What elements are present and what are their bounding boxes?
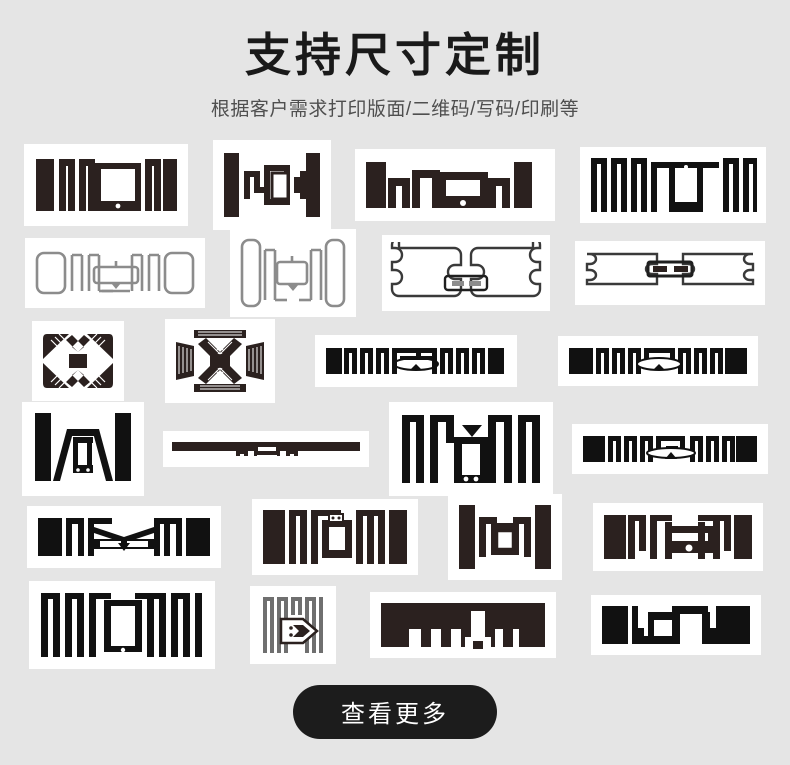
tag-card-22[interactable] (249, 585, 336, 664)
tag-card-6[interactable] (230, 228, 357, 317)
uhf-inlay-outline-rounded-pads-icon (35, 251, 195, 294)
uhf-inlay-block-step-loop-icon (601, 605, 750, 644)
tag-card-21[interactable] (29, 580, 216, 669)
tag-card-19[interactable] (448, 493, 563, 580)
tag-card-4[interactable] (579, 146, 766, 223)
page-title: 支持尺寸定制 (245, 29, 545, 81)
uhf-inlay-wide-loop-rect-icon (366, 161, 533, 208)
uhf-inlay-comb-bowtie-icon (38, 517, 211, 556)
tag-card-7[interactable] (381, 234, 550, 311)
tag-card-24[interactable] (590, 594, 761, 655)
tag-card-15[interactable] (388, 401, 553, 496)
uhf-inlay-dense-comb-chip-icon (41, 592, 203, 657)
tag-card-13[interactable] (21, 401, 144, 496)
gallery-row (12, 493, 778, 581)
header: 支持尺寸定制 根据客户需求打印版面/二维码/写码/印刷等 (0, 0, 790, 121)
uhf-inlay-zigzag-wide-icon (381, 602, 546, 649)
tag-card-23[interactable] (370, 591, 557, 658)
uhf-strip-thin-dipole-icon (172, 441, 361, 456)
tag-card-12[interactable] (557, 335, 758, 386)
tag-card-8[interactable] (575, 240, 766, 305)
uhf-inlay-comb-wide-rect-icon (603, 514, 752, 559)
tag-card-1[interactable] (24, 143, 189, 226)
uhf-long-comb-dipole-compact-icon (568, 347, 747, 374)
tag-gallery (0, 139, 790, 669)
gallery-row (12, 401, 778, 496)
nfc-xcross-square-tag-icon (43, 333, 114, 388)
page-subtitle: 根据客户需求打印版面/二维码/写码/印刷等 (210, 98, 580, 120)
uhf-inlay-spiral-arrow-icon (262, 596, 323, 653)
tag-card-3[interactable] (355, 148, 556, 221)
gallery-row (12, 580, 778, 669)
uhf-inlay-short-pads-chip-icon (459, 504, 552, 569)
uhf-inlay-narrow-bar-chip-icon (223, 152, 320, 217)
uhf-dogbone-wide-outline-icon (390, 241, 541, 297)
uhf-inlay-comb-oval-center-icon (583, 435, 758, 462)
tag-card-16[interactable] (572, 423, 769, 474)
gallery-row (12, 228, 778, 317)
gallery-row (12, 139, 778, 230)
uhf-inlay-outline-tall-pads-icon (240, 238, 346, 307)
tag-card-9[interactable] (32, 320, 125, 401)
tag-card-18[interactable] (251, 498, 418, 575)
uhf-inlay-comb-square-loop-icon (262, 509, 407, 564)
uhf-inlay-comb-square-chip-icon (36, 158, 178, 211)
tag-card-17[interactable] (27, 505, 222, 568)
uhf-inlay-fine-comb-chip-icon (590, 157, 757, 212)
uhf-long-comb-dipole-icon (326, 347, 505, 374)
tag-card-10[interactable] (164, 318, 275, 403)
cta-container: 查看更多 (0, 684, 790, 739)
tag-card-2[interactable] (212, 139, 331, 230)
tag-card-20[interactable] (592, 502, 763, 571)
tag-card-14[interactable] (163, 430, 370, 467)
uhf-inlay-comb-bottle-chip-icon (401, 414, 540, 483)
nfc-xcross-winged-tag-icon (175, 329, 264, 392)
tag-card-5[interactable] (24, 237, 205, 308)
view-more-button[interactable]: 查看更多 (293, 684, 497, 739)
uhf-dogbone-long-outline-icon (586, 252, 755, 285)
tag-card-11[interactable] (315, 334, 518, 387)
gallery-row (12, 317, 778, 405)
uhf-inlay-tall-pads-arrow-icon (34, 412, 131, 481)
